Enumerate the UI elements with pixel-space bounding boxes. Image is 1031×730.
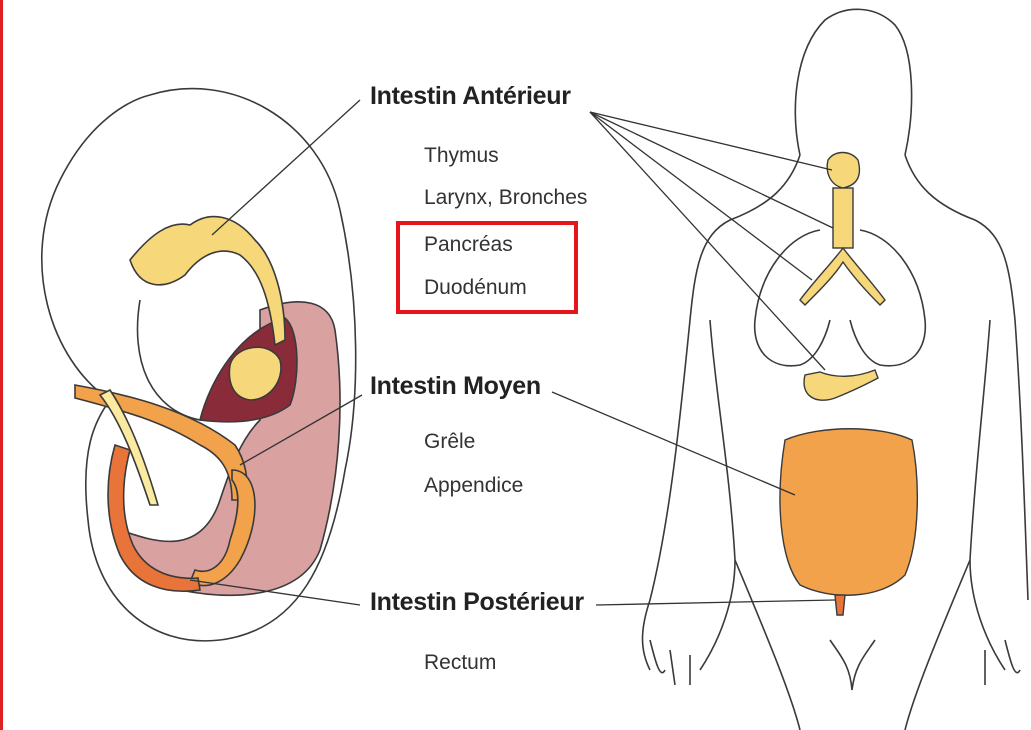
leader-anterieur-pancreas bbox=[590, 112, 825, 370]
organ-larynx-bronches: Larynx, Bronches bbox=[424, 186, 587, 210]
thymus bbox=[827, 153, 859, 189]
silhouette-left-arm-inner bbox=[700, 320, 735, 670]
colon bbox=[780, 429, 917, 595]
organ-appendice: Appendice bbox=[424, 474, 523, 498]
silhouette-organs bbox=[780, 153, 917, 616]
right-lung bbox=[850, 230, 925, 366]
pancreas bbox=[804, 370, 878, 400]
human-silhouette bbox=[643, 9, 1029, 730]
leader-moyen-colon bbox=[552, 392, 795, 495]
silhouette-left-hand bbox=[650, 640, 690, 685]
silhouette-crotch bbox=[830, 640, 875, 690]
leader-posterieur-rectum bbox=[596, 600, 835, 605]
rectum bbox=[835, 595, 845, 615]
embryo-head bbox=[42, 95, 150, 400]
left-lung bbox=[755, 230, 830, 366]
section-title-anterieur: Intestin Antérieur bbox=[370, 82, 571, 111]
section-title-posterieur: Intestin Postérieur bbox=[370, 588, 584, 617]
bronchi bbox=[800, 248, 885, 305]
section-title-moyen: Intestin Moyen bbox=[370, 372, 541, 401]
organ-thymus: Thymus bbox=[424, 144, 499, 168]
silhouette-torso-right bbox=[905, 560, 970, 730]
silhouette-left-side bbox=[643, 155, 801, 670]
leader-anterieur-embryo bbox=[212, 100, 360, 235]
trachea bbox=[833, 188, 853, 248]
silhouette-head bbox=[795, 9, 911, 155]
silhouette-right-side bbox=[905, 155, 1028, 600]
organ-rectum: Rectum bbox=[424, 651, 496, 675]
organ-grele: Grêle bbox=[424, 430, 475, 454]
silhouette-torso bbox=[735, 560, 800, 730]
silhouette-right-hand bbox=[985, 640, 1020, 685]
highlight-box bbox=[396, 221, 578, 314]
silhouette-right-arm-inner bbox=[970, 320, 1005, 670]
embryo-illustration bbox=[42, 89, 356, 641]
